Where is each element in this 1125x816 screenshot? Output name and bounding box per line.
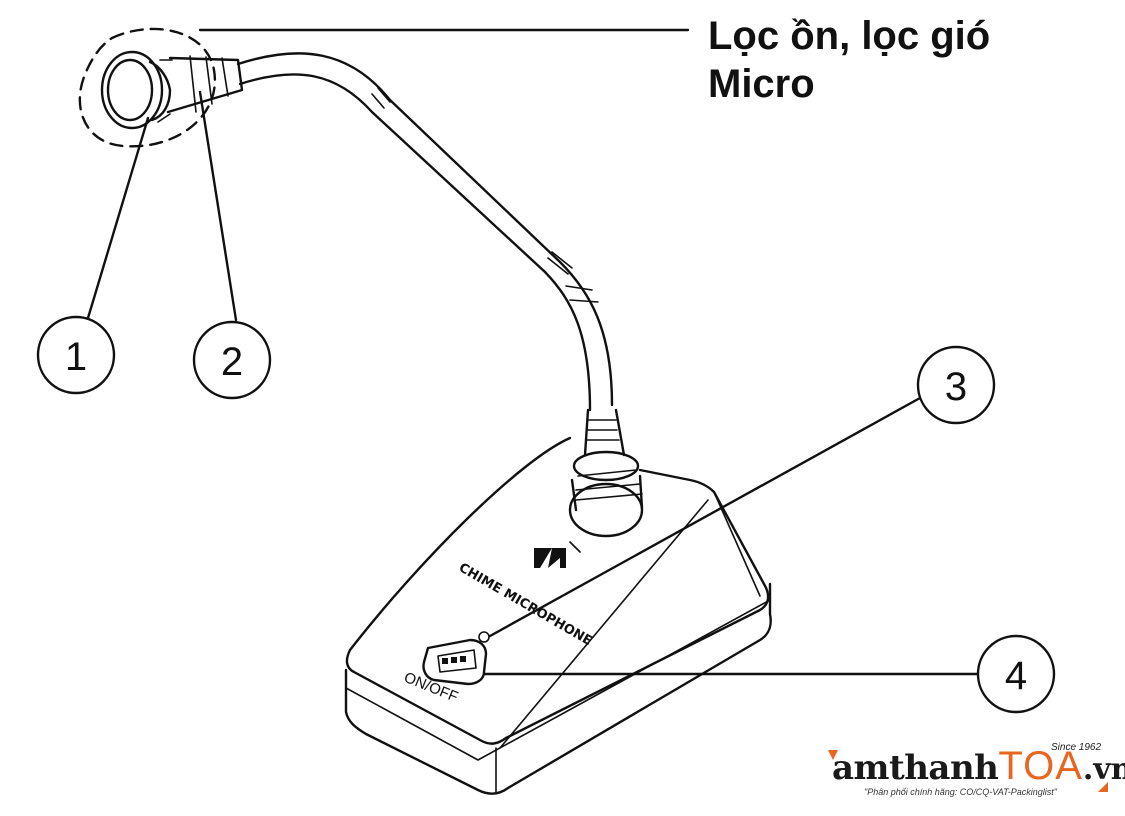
- brand-logo: amthanhTOA.vn Since 1962 "Phân phối chín…: [828, 742, 1125, 804]
- indicator-led: [478, 631, 490, 643]
- windscreen-label-line1: Lọc ồn, lọc gió: [708, 14, 991, 58]
- logo-wordmark: amthanhTOA.vn: [832, 744, 1125, 789]
- device-brand-text: CHIME MICROPHONE: [456, 560, 594, 649]
- logo-since: Since 1962: [1051, 742, 1102, 753]
- on-off-switch-icon[interactable]: [422, 638, 488, 686]
- logo-corner-icon: [1098, 782, 1108, 792]
- windscreen-icon: [78, 27, 244, 148]
- toa-logo-icon: [534, 541, 581, 568]
- logo-part-3: .vn: [1082, 752, 1125, 787]
- svg-text:4: 4: [1005, 654, 1027, 698]
- callout-2-leader: [198, 90, 238, 322]
- callout-3-leader: [488, 396, 922, 638]
- callout-1-leader: [86, 116, 150, 320]
- callout-3: 3: [916, 345, 996, 425]
- callout-1: 1: [36, 315, 116, 395]
- logo-accent-icon: [828, 750, 838, 760]
- callout-2: 2: [192, 320, 272, 400]
- logo-part-2: TOA: [998, 744, 1083, 788]
- gooseneck-icon: [236, 52, 626, 457]
- svg-text:1: 1: [65, 335, 87, 379]
- windscreen-label: Lọc ồn, lọc gió Micro: [708, 12, 990, 108]
- windscreen-label-line2: Micro: [708, 62, 815, 106]
- base-unit: ON/OFF CHIME MICROPHONE: [344, 436, 772, 795]
- logo-part-1: amthanh: [832, 748, 999, 788]
- svg-text:3: 3: [945, 365, 967, 409]
- svg-text:2: 2: [221, 340, 243, 384]
- logo-tagline: "Phân phối chính hãng: CO/CQ-VAT-Packing…: [864, 787, 1057, 797]
- callout-4: 4: [976, 634, 1056, 714]
